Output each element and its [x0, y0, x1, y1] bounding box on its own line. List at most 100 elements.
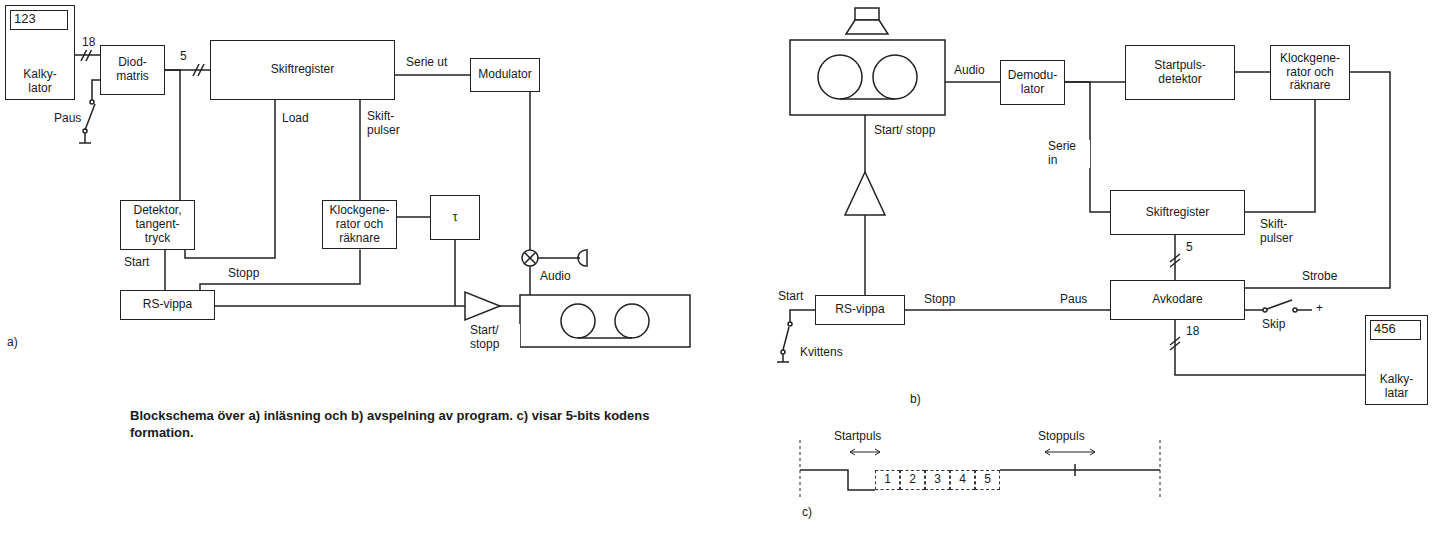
control-wire: [864, 115, 866, 172]
switch-blade: [1267, 300, 1292, 309]
ground-wire: [782, 354, 784, 362]
block-label: RS-vippa: [143, 298, 192, 312]
mixer-symbol: [522, 250, 538, 266]
signal-name: Start/ stopp: [872, 124, 937, 138]
microphone-symbol: [578, 250, 586, 266]
signal-name: 5: [178, 50, 189, 64]
signal-connector: [1245, 100, 1315, 212]
bit-cell: 2: [900, 470, 925, 490]
signal-connector: [75, 54, 100, 56]
signal-name: b): [908, 393, 923, 407]
signal-name: a): [5, 336, 20, 350]
audio-wire: [529, 92, 531, 250]
speaker-symbol: [846, 20, 888, 34]
bit-cell: 5: [975, 470, 1000, 490]
audio-wire: [529, 266, 531, 295]
tape-reel: [561, 304, 595, 338]
switch-contact: [90, 100, 94, 104]
control-wire: [864, 215, 866, 295]
display-window: 456: [1370, 320, 1421, 340]
amplifier-symbol: [465, 292, 500, 320]
bit-cell: 1: [875, 470, 900, 490]
signal-name: Skift- pulser: [365, 110, 413, 138]
switch-contact: [1263, 308, 1267, 312]
block-box: Diod- matris: [100, 45, 165, 95]
bit-number: 2: [909, 473, 916, 487]
switch-wire: [1297, 309, 1312, 311]
block-box: τ: [430, 195, 480, 240]
tape-recorder: [790, 40, 945, 115]
signal-name: Start/ stopp: [468, 324, 520, 352]
ground-symbol: [79, 142, 91, 144]
speaker-symbol: [855, 8, 879, 20]
amplifier-symbol: [845, 172, 885, 215]
block-box: Demodu- lator: [1000, 60, 1065, 105]
block-label: Klockgene- rator och räknare: [1277, 52, 1343, 93]
block-box: RS-vippa: [120, 290, 215, 320]
signal-name: Paus: [1058, 293, 1089, 307]
block-label: Klockgene- rator och räknare: [327, 204, 392, 245]
block-label: Kalky- lator: [19, 68, 61, 96]
block-box: Skiftregister: [210, 40, 395, 100]
mixer-symbol: [525, 253, 536, 264]
signal-connector: [200, 249, 360, 290]
bit-cell: 4: [950, 470, 975, 490]
signal-connector: [215, 240, 455, 306]
block-box: 123Kalky- lator: [5, 5, 75, 100]
block-label: 456: [1374, 322, 1396, 337]
signal-connector: [359, 100, 361, 200]
block-box: Klockgene- rator och räknare: [322, 200, 397, 249]
block-label: Skiftregister: [1146, 206, 1209, 220]
signal-name: 5: [1184, 241, 1195, 255]
switch-wire: [1245, 309, 1263, 311]
block-label: Avkodare: [1152, 293, 1202, 307]
signal-name: Serie ut: [404, 56, 449, 70]
switch-blade: [85, 104, 95, 130]
signal-name: Audio: [538, 270, 573, 284]
signal-name: Stopp: [226, 267, 261, 281]
block-box: Klockgene- rator och räknare: [1270, 45, 1350, 100]
tape-reel: [873, 55, 917, 99]
tape: [578, 337, 632, 339]
signal-name: Stoppuls: [1036, 430, 1087, 444]
block-label: Detektor, tangent- tryck: [127, 204, 189, 245]
signal-connector: [397, 216, 430, 218]
signal-connector: [905, 309, 1110, 311]
tape-reel: [615, 304, 649, 338]
signal-name: Load: [280, 112, 311, 126]
bit-number: 3: [934, 473, 941, 487]
signal-name: Stopp: [922, 293, 957, 307]
dimension-arrow: [850, 449, 855, 455]
block-label: τ: [453, 211, 458, 225]
signal-connector: [1245, 72, 1390, 288]
signal-name: Serie in: [1046, 140, 1090, 168]
signal-connector: [1174, 235, 1176, 280]
signal-connector: [185, 100, 275, 258]
signal-name: Start: [122, 256, 151, 270]
signal-name: Skip: [1260, 318, 1287, 332]
block-box: Modulator: [470, 58, 540, 92]
block-box: 456Kalky- latar: [1365, 315, 1428, 405]
bit-cell: 3: [925, 470, 950, 490]
bit-number: 4: [959, 473, 966, 487]
switch-contact: [1293, 308, 1297, 312]
switch-wire: [92, 80, 100, 100]
mic-wire: [538, 257, 578, 259]
ground-symbol: [777, 361, 789, 363]
block-label: 123: [14, 12, 36, 27]
dimension-arrow: [1090, 449, 1095, 455]
signal-name: 18: [1184, 325, 1201, 339]
figure-caption: Blockschema över a) inläsning och b) avs…: [130, 408, 700, 442]
signal-name: c): [800, 506, 814, 520]
block-box: Detektor, tangent- tryck: [120, 200, 195, 250]
dimension-arrow: [850, 452, 880, 453]
display-window: 123: [10, 10, 68, 30]
microphone-symbol: [578, 257, 580, 259]
block-label: Demodu- lator: [1008, 69, 1058, 97]
signal-line: [800, 470, 875, 490]
audio-wire: [945, 81, 1000, 83]
block-label: Skiftregister: [271, 63, 334, 77]
tape-recorder: [520, 295, 690, 347]
signal-name: 18: [80, 36, 97, 50]
switch-wire: [790, 310, 815, 322]
